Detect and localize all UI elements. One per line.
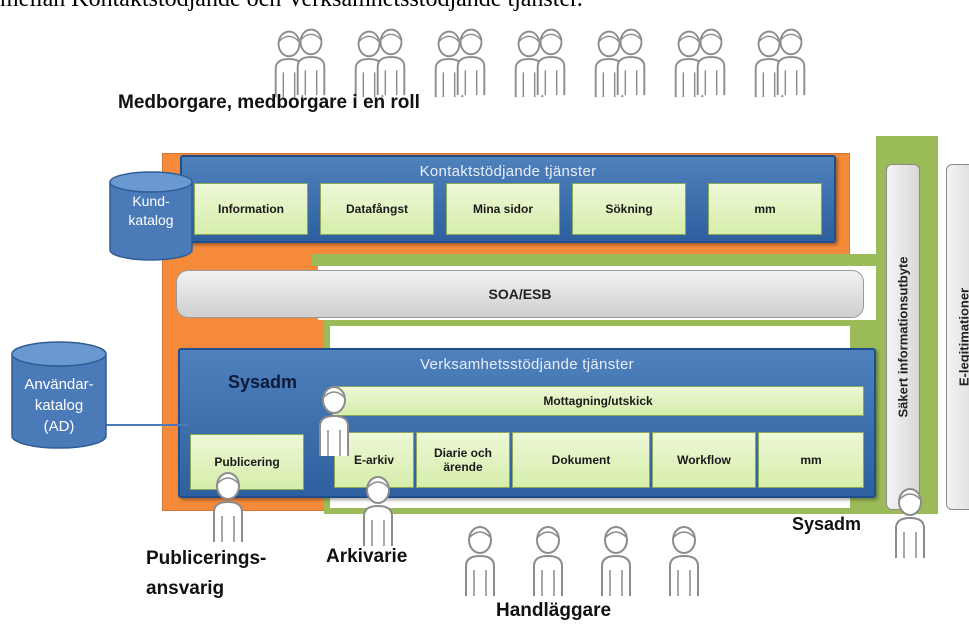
soa-esb-bus[interactable]: SOA/ESB (176, 270, 864, 318)
tile-mina-sidor[interactable]: Mina sidor (446, 183, 560, 235)
publicering-label-1: Publicerings- (146, 548, 267, 569)
user-catalog-line3: (AD) (43, 418, 75, 435)
tile-publicering[interactable]: Publicering (190, 434, 304, 490)
tile-diarie-arende[interactable]: Diarie och ärende (416, 432, 510, 488)
line-ad-to-publicering (104, 424, 188, 426)
secure-exchange-bar[interactable]: Säkert informationsutbyte (886, 164, 920, 510)
sysadm-label: Sysadm (228, 372, 298, 392)
sysadm-right-label: Sysadm (792, 514, 862, 534)
caption: mellan Kontaktstödjande och Verksamhetss… (0, 0, 969, 13)
tile-mottagning-utskick[interactable]: Mottagning/utskick (332, 386, 864, 416)
arkivarie-label: Arkivarie (326, 546, 408, 567)
e-legitimation-label: E-legitimationer (956, 287, 969, 387)
tile-mm-business[interactable]: mm (758, 432, 864, 488)
handlaggare-group-icon (458, 516, 708, 600)
citizens-label: Medborgare, medborgare i en roll (118, 92, 420, 113)
person-arkivarie-icon (358, 468, 398, 548)
person-publicering-icon (208, 464, 248, 544)
tile-workflow[interactable]: Workflow (652, 432, 756, 488)
tile-datafangst[interactable]: Datafångst (320, 183, 434, 235)
person-sysadm-right-icon (890, 480, 930, 560)
person-sysadm-business-icon (314, 378, 354, 458)
user-catalog-line1: Användar- (24, 376, 94, 393)
e-legitimation-bar[interactable]: E-legitimationer (946, 164, 969, 510)
tile-sokning[interactable]: Sökning (572, 183, 686, 235)
secure-layer-top-band (312, 254, 938, 266)
secure-exchange-label: Säkert informationsutbyte (895, 256, 911, 418)
business-services-title: Verksamhetsstödjande tjänster (420, 356, 634, 373)
customer-catalog-line2: katalog (128, 212, 174, 228)
tile-dokument[interactable]: Dokument (512, 432, 650, 488)
publicering-label-2: ansvarig (146, 578, 225, 599)
tile-mm-contact[interactable]: mm (708, 183, 822, 235)
contact-services-title: Kontaktstödjande tjänster (419, 163, 597, 180)
citizens-group (262, 18, 822, 102)
customer-catalog-line1: Kund- (132, 193, 170, 209)
tile-information[interactable]: Information (194, 183, 308, 235)
customer-catalog-database: Kund- katalog (108, 170, 194, 262)
handlaggare-label: Handläggare (496, 600, 612, 621)
user-catalog-line2: katalog (34, 397, 84, 414)
user-catalog-database: Användar- katalog (AD) (10, 340, 108, 450)
